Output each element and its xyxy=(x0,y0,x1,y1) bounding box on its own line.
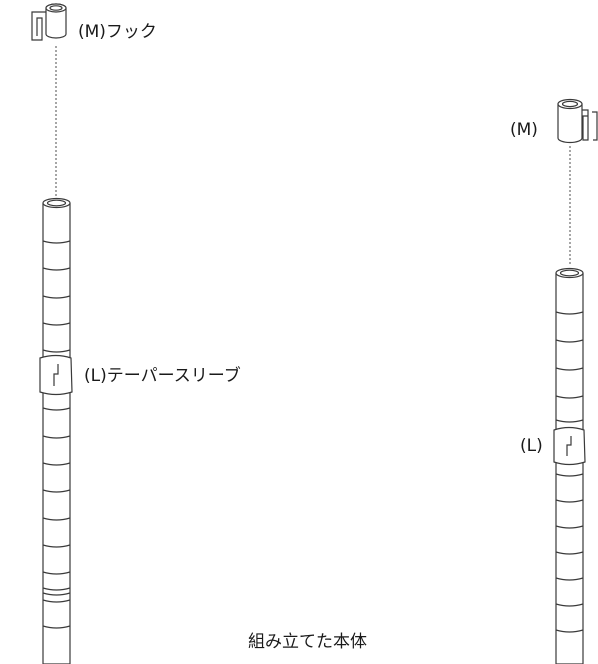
left-hook-part xyxy=(31,3,67,41)
sleeve-label-left: (L)テーパースリーブ xyxy=(84,366,241,386)
hook-label-left: (M)フック xyxy=(78,22,157,42)
right-pole xyxy=(555,267,584,664)
right-taper-sleeve xyxy=(553,426,586,466)
sleeve-label-right: (L) xyxy=(520,436,543,456)
left-taper-sleeve xyxy=(39,354,73,396)
assembled-body-caption: 組み立てた本体 xyxy=(248,632,367,652)
left-pole-joint xyxy=(42,587,71,596)
right-hook-part xyxy=(557,98,598,144)
hook-label-right: (M) xyxy=(510,120,538,140)
left-pole xyxy=(42,197,71,664)
